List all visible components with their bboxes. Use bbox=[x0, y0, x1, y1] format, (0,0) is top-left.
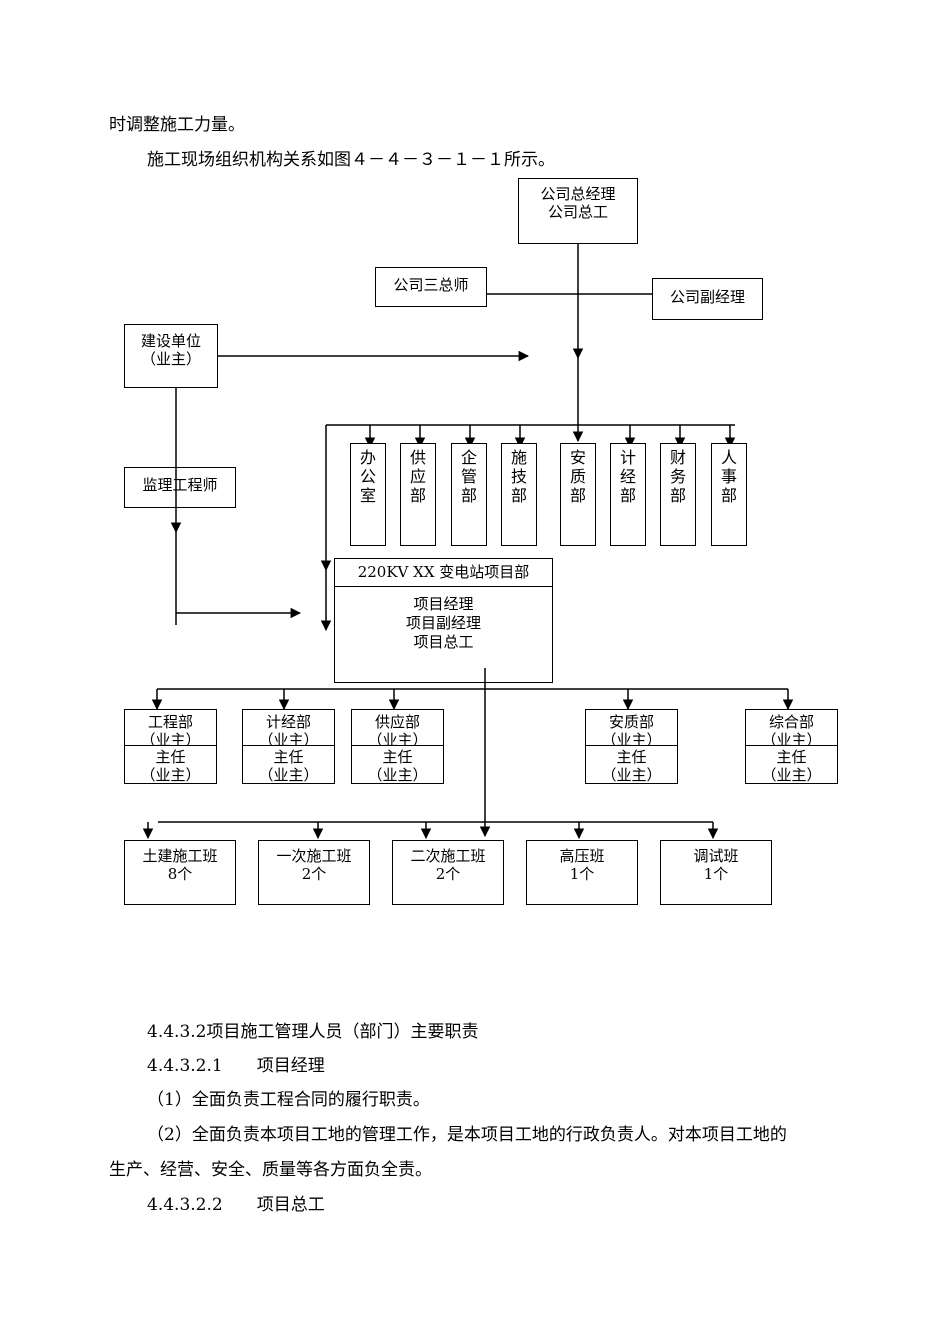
project-dept-box: 供应部（业主） 主任（业主） bbox=[351, 709, 444, 784]
company-dept-label: 办公室 bbox=[359, 448, 376, 505]
paragraph-line: 生产、经营、安全、质量等各方面负全责。 bbox=[109, 1160, 432, 1180]
project-dept-head-sub: （业主） bbox=[761, 766, 822, 783]
paragraph-figure-reference: 施工现场组织机构关系如图４－４－３－１－１所示。 bbox=[147, 150, 555, 170]
project-role: 项目经理 bbox=[413, 595, 474, 613]
project-dept-name: 计经部 bbox=[265, 713, 311, 731]
team-count: 2个 bbox=[301, 865, 327, 883]
project-dept-box: 安质部（业主） 主任（业主） bbox=[585, 709, 678, 784]
subsection-heading: 4.4.3.2.2 项目总工 bbox=[147, 1195, 325, 1215]
company-dept-label: 财务部 bbox=[669, 448, 686, 505]
project-title: 220KV XX 变电站项目部 bbox=[335, 559, 552, 587]
team-box: 调试班 1个 bbox=[660, 840, 772, 905]
general-manager-box: 公司总经理 公司总工 bbox=[518, 178, 638, 244]
company-dept-label: 企管部 bbox=[460, 448, 477, 505]
company-dept-label: 安质部 bbox=[569, 448, 586, 505]
owner-label: 建设单位 bbox=[140, 332, 201, 350]
project-dept-sub: （业主） bbox=[258, 731, 319, 746]
project-dept-sub: （业主） bbox=[601, 731, 662, 746]
project-dept-head: 主任 bbox=[616, 748, 647, 766]
team-name: 土建施工班 bbox=[142, 847, 218, 865]
team-name: 二次施工班 bbox=[410, 847, 486, 865]
project-dept-name: 供应部 bbox=[374, 713, 420, 731]
project-dept-box: 计经部（业主） 主任（业主） bbox=[242, 709, 335, 784]
section-heading: 4.4.3.2项目施工管理人员（部门）主要职责 bbox=[147, 1022, 479, 1042]
paragraph-line: （2）全面负责本项目工地的管理工作，是本项目工地的行政负责人。对本项目工地的 bbox=[147, 1125, 787, 1145]
company-dept-box: 财务部 bbox=[660, 443, 696, 546]
company-dept-label: 供应部 bbox=[409, 448, 426, 505]
project-dept-head-sub: （业主） bbox=[601, 766, 662, 783]
project-dept-head-sub: （业主） bbox=[367, 766, 428, 783]
owner-box: 建设单位 （业主） bbox=[124, 324, 218, 388]
company-dept-box: 人事部 bbox=[711, 443, 747, 546]
project-dept-box: 综合部（业主） 主任（业主） bbox=[745, 709, 838, 784]
team-count: 1个 bbox=[703, 865, 729, 883]
three-chiefs-box: 公司三总师 bbox=[375, 267, 487, 307]
general-manager-label: 公司总经理 bbox=[540, 185, 616, 203]
company-dept-box: 计经部 bbox=[610, 443, 646, 546]
team-box: 高压班 1个 bbox=[526, 840, 638, 905]
three-chiefs-label: 公司三总师 bbox=[393, 276, 469, 294]
company-dept-box: 企管部 bbox=[451, 443, 487, 546]
project-dept-name: 综合部 bbox=[768, 713, 814, 731]
project-role: 项目副经理 bbox=[405, 614, 481, 632]
company-dept-label: 计经部 bbox=[619, 448, 636, 505]
team-name: 调试班 bbox=[693, 847, 739, 865]
project-dept-head: 主任 bbox=[273, 748, 304, 766]
project-dept-sub: （业主） bbox=[367, 731, 428, 746]
supervisor-label: 监理工程师 bbox=[142, 476, 218, 494]
company-dept-box: 安质部 bbox=[560, 443, 596, 546]
project-dept-name: 安质部 bbox=[608, 713, 654, 731]
project-dept-sub: （业主） bbox=[761, 731, 822, 746]
team-count: 1个 bbox=[569, 865, 595, 883]
subsection-heading: 4.4.3.2.1 项目经理 bbox=[147, 1056, 325, 1076]
project-dept-head: 主任 bbox=[776, 748, 807, 766]
team-count: 8个 bbox=[167, 865, 193, 883]
paragraph-line: 时调整施工力量。 bbox=[109, 115, 245, 135]
project-dept-name: 工程部 bbox=[147, 713, 193, 731]
paragraph-line: （1）全面负责工程合同的履行职责。 bbox=[147, 1090, 430, 1110]
deputy-manager-box: 公司副经理 bbox=[652, 278, 763, 320]
company-dept-box: 供应部 bbox=[400, 443, 436, 546]
project-dept-head-sub: （业主） bbox=[258, 766, 319, 783]
deputy-manager-label: 公司副经理 bbox=[669, 288, 745, 306]
team-box: 土建施工班 8个 bbox=[124, 840, 236, 905]
project-roles: 项目经理 项目副经理 项目总工 bbox=[335, 595, 552, 652]
project-dept-head: 主任 bbox=[382, 748, 413, 766]
project-dept-head: 主任 bbox=[155, 748, 186, 766]
company-dept-box: 办公室 bbox=[350, 443, 386, 546]
company-dept-box: 施技部 bbox=[501, 443, 537, 546]
chief-engineer-label: 公司总工 bbox=[547, 203, 608, 221]
supervisor-box: 监理工程师 bbox=[124, 467, 236, 508]
team-name: 高压班 bbox=[559, 847, 605, 865]
team-name: 一次施工班 bbox=[276, 847, 352, 865]
team-box: 一次施工班 2个 bbox=[258, 840, 370, 905]
project-dept-head-sub: （业主） bbox=[140, 766, 201, 783]
project-role: 项目总工 bbox=[413, 633, 474, 651]
company-dept-label: 施技部 bbox=[510, 448, 527, 505]
company-dept-label: 人事部 bbox=[720, 448, 737, 505]
team-count: 2个 bbox=[435, 865, 461, 883]
project-dept-box: 工程部（业主） 主任（业主） bbox=[124, 709, 217, 784]
project-dept-sub: （业主） bbox=[140, 731, 201, 746]
project-department-box: 220KV XX 变电站项目部 项目经理 项目副经理 项目总工 bbox=[334, 558, 553, 683]
owner-sub-label: （业主） bbox=[140, 350, 201, 368]
team-box: 二次施工班 2个 bbox=[392, 840, 504, 905]
